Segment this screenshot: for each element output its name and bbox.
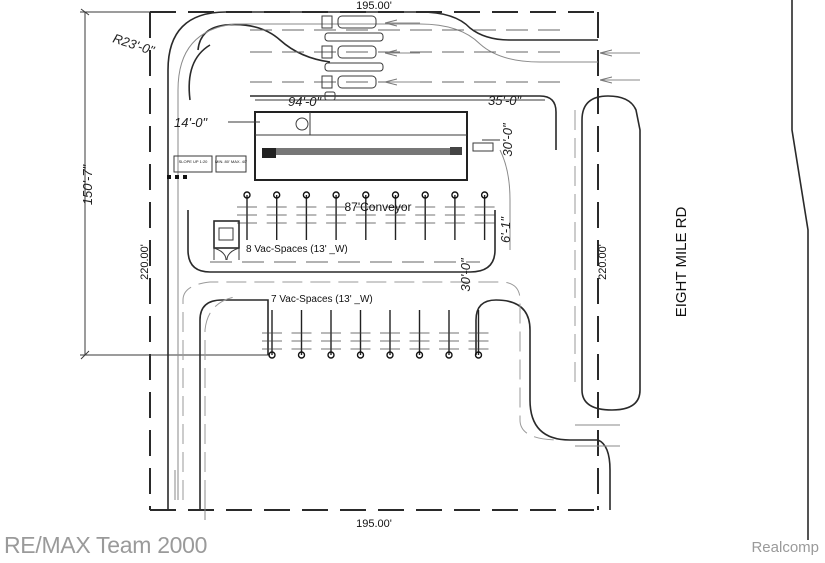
drive-width-lower-label: 30'-0" bbox=[458, 257, 473, 292]
road-label: EIGHT MILE RD bbox=[673, 207, 690, 318]
building-length-label: 94'-0" bbox=[288, 94, 323, 109]
left-depth-label: 220.00' bbox=[139, 244, 151, 280]
vacuum-stall-icon bbox=[444, 191, 465, 240]
car-icon bbox=[321, 15, 384, 42]
vacuum-stall-icon bbox=[350, 310, 371, 359]
vac-spaces-upper bbox=[237, 191, 495, 240]
vacuum-stall-icon bbox=[291, 310, 312, 359]
drive-curbs bbox=[167, 11, 641, 510]
right-depth-label: 220.00' bbox=[597, 244, 609, 280]
car-wash-building: SLOPE UP 1:20 MIN. 80' MAX. 40' bbox=[167, 111, 494, 181]
drive-width-upper-label: 30'-0" bbox=[500, 122, 515, 157]
car-icon bbox=[321, 45, 384, 72]
watermark-left: RE/MAX Team 2000 bbox=[4, 532, 208, 558]
building-setback-label: 14'-0" bbox=[174, 115, 209, 130]
dumpster-icon bbox=[213, 220, 240, 261]
note-box bbox=[472, 142, 494, 152]
bottom-frontage-label: 195.00' bbox=[356, 518, 392, 530]
vacuum-stall-icon bbox=[262, 310, 282, 359]
vacuum-stall-icon bbox=[321, 310, 341, 359]
car-icon bbox=[321, 75, 377, 101]
vacuum-stall-icon bbox=[474, 191, 495, 240]
vac-spaces-lower bbox=[262, 310, 489, 359]
vacuum-stall-icon bbox=[355, 191, 376, 240]
vacuum-stall-icon bbox=[237, 191, 257, 240]
vacuum-stall-icon bbox=[468, 310, 489, 359]
drive-lanes bbox=[177, 23, 598, 500]
vacuum-stall-icon bbox=[326, 191, 347, 240]
road-edge bbox=[791, 0, 809, 540]
conveyor-label: 87'Conveyor bbox=[345, 200, 412, 214]
vacuum-stall-icon bbox=[409, 310, 430, 359]
vacuum-stall-icon bbox=[385, 191, 406, 240]
min-max-note-box bbox=[215, 155, 247, 173]
top-frontage-label: 195.00' bbox=[356, 0, 392, 12]
watermark-right: Realcomp bbox=[751, 539, 819, 556]
building-offset-label: 35'-0" bbox=[488, 93, 523, 108]
property-boundary bbox=[149, 11, 599, 511]
depth-dimension-line bbox=[80, 8, 270, 360]
vacuum-stall-icon bbox=[266, 191, 287, 240]
min-max-note: MIN. 80' MAX. 40' bbox=[215, 159, 247, 164]
vac-upper-label: 8 Vac-Spaces (13' _W) bbox=[246, 244, 348, 255]
pay-lane-cars bbox=[321, 15, 640, 101]
restroom-fixture-icon bbox=[295, 117, 309, 131]
vacuum-stall-icon bbox=[439, 310, 459, 359]
overall-depth-label: 150'-7" bbox=[80, 163, 95, 205]
slope-note-box bbox=[173, 155, 213, 173]
island-gap-label: 6'-1" bbox=[498, 216, 513, 243]
vac-lower-label: 7 Vac-Spaces (13' _W) bbox=[271, 294, 373, 305]
slope-note: SLOPE UP 1:20 bbox=[179, 159, 209, 164]
vacuum-stall-icon bbox=[296, 191, 317, 240]
vacuum-stall-icon bbox=[415, 191, 436, 240]
vacuum-stall-icon bbox=[380, 310, 400, 359]
building-dimension-lines bbox=[228, 99, 545, 141]
